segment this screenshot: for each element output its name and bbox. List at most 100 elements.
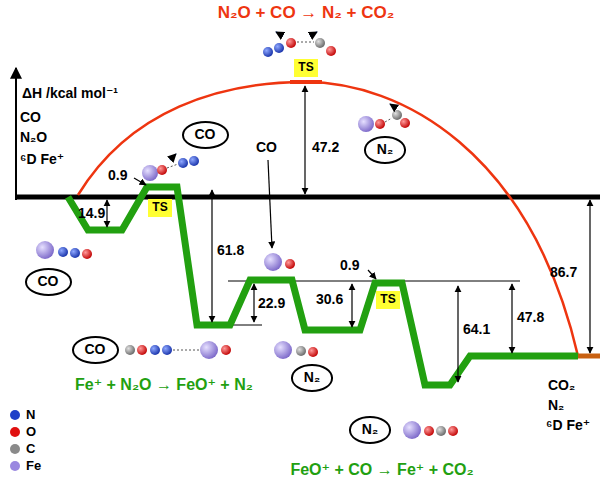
species-ellipse: N₂ (349, 416, 391, 443)
molecule-n2-feo (125, 341, 231, 359)
node-text: TS (380, 293, 395, 306)
energy-label: 0.9 (108, 168, 127, 183)
species-ellipse: N₂ (291, 364, 333, 391)
energy-label: 47.8 (517, 310, 544, 325)
node-text: TS (152, 201, 167, 214)
energy-label: 47.2 (312, 140, 339, 155)
energy-label: 64.1 (463, 322, 490, 337)
molecule-ts2-part (385, 118, 392, 122)
species-ellipse: CO (182, 121, 229, 148)
catalyzed-path (68, 187, 600, 385)
uncatalyzed-curve-part (290, 80, 322, 84)
molecule-ts1 (142, 154, 199, 181)
energy-label: CO (256, 140, 277, 155)
transition-state-box: TS (376, 291, 399, 308)
transition-state-box: TS (148, 199, 171, 216)
energy-label: 14.9 (78, 206, 105, 221)
molecule-fe-co (274, 341, 318, 359)
molecule-ts-uncatalyzed-part (326, 46, 336, 56)
energy-arrows-part (106, 200, 107, 227)
molecule-ts2 (358, 104, 410, 132)
energy-label: 22.9 (258, 296, 285, 311)
molecule-n2-feo-part (125, 345, 135, 355)
node-text: N₂ (377, 142, 393, 157)
molecule-ts-uncatalyzed (263, 32, 336, 57)
catalyzed-path-part (68, 187, 578, 385)
reaction-title: N₂O + CO → N₂ + CO₂ (218, 4, 395, 23)
molecule-fe-co-part (308, 347, 318, 357)
molecule-fe-n2o-part (70, 248, 80, 258)
energy-arrows (107, 86, 590, 382)
node-text: CO (85, 342, 106, 357)
molecule-ts2-part (375, 119, 385, 129)
energy-arrows-part (589, 200, 590, 353)
legend-text: N (26, 408, 35, 422)
energy-label: 61.8 (217, 243, 244, 258)
molecule-ts-uncatalyzed-part (276, 32, 283, 36)
molecule-ts1-part (189, 156, 199, 166)
energy-label: CO (20, 110, 41, 125)
transition-state-box: TS (294, 59, 317, 76)
energy-arrows-part (368, 270, 376, 279)
molecule-ts2-part (358, 116, 374, 132)
node-text: CO (195, 127, 216, 142)
energy-label: ΔH /kcal mol⁻¹ (22, 86, 118, 101)
molecule-fe-co2-part (403, 421, 421, 439)
energy-arrows-part (134, 178, 146, 185)
legend-text: Fe (26, 459, 41, 473)
node-text: CO (38, 274, 59, 289)
legend-text: C (26, 442, 35, 456)
molecule-fe-co2-part (448, 426, 458, 436)
energy-arrows-part (457, 286, 458, 382)
energy-label: ⁶D Fe⁺ (20, 152, 64, 167)
reaction-equation: Fe⁺ + N₂O → FeO⁺ + N₂ (75, 376, 253, 394)
legend-swatch (10, 461, 20, 471)
molecule-n2-feo-part (173, 350, 200, 351)
node-text: TS (298, 61, 313, 74)
energy-arrows-part (351, 284, 352, 327)
reference-lines-part (230, 325, 262, 326)
energy-arrows-part (304, 86, 305, 194)
molecule-ts2-part (390, 104, 396, 108)
energy-label: 30.6 (316, 292, 343, 307)
molecule-fe-co2 (403, 421, 458, 439)
uncatalyzed-curve (78, 82, 578, 356)
energy-label: N₂ (548, 398, 564, 413)
species-ellipse: CO (25, 268, 72, 295)
molecule-ts-uncatalyzed-part (297, 42, 314, 43)
uncatalyzed-curve-part (78, 82, 578, 356)
molecule-n2-feo-part (137, 345, 147, 355)
energy-arrows-part (253, 284, 254, 322)
energy-label: 0.9 (340, 258, 359, 273)
molecule-fe-n2o-part (58, 247, 68, 257)
molecule-fe-co2-part (436, 426, 446, 436)
legend-entry: N (10, 408, 35, 422)
legend-entry: O (10, 425, 36, 439)
molecule-n2-feo-part (150, 345, 160, 355)
legend-swatch (10, 427, 20, 437)
molecule-ts-uncatalyzed-part (286, 38, 296, 48)
energy-arrows-part (211, 190, 212, 322)
axis-part (15, 68, 17, 200)
molecule-ts-uncatalyzed-part (310, 32, 317, 36)
energy-label: ⁶D Fe⁺ (546, 418, 590, 433)
energy-arrows-part (268, 160, 272, 248)
molecule-fe-n2o-part (82, 249, 92, 259)
molecule-ts1-part (167, 164, 178, 168)
legend-swatch (10, 444, 20, 454)
legend-text: O (26, 425, 36, 439)
species-ellipse: CO (72, 336, 119, 363)
molecule-fe-co-part (296, 346, 306, 356)
energy-label: CO₂ (548, 378, 575, 393)
molecule-ts1-part (170, 154, 176, 160)
energy-arrows-part (511, 284, 512, 353)
molecule-n2-feo-part (221, 345, 231, 355)
node-text: N₂ (304, 370, 320, 385)
axis (16, 68, 600, 200)
legend-entry: Fe (10, 459, 41, 473)
catalyzed-path-part (578, 354, 600, 359)
molecule-ts-uncatalyzed-part (274, 43, 284, 53)
energy-label: 86.7 (550, 265, 577, 280)
